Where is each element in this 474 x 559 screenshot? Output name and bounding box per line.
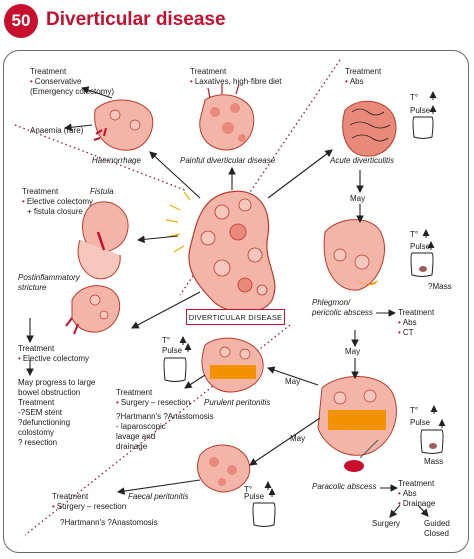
divider-left-top: [14, 124, 186, 191]
paracolic-abscess-illustration: [317, 376, 397, 472]
purulent-note-4: drainage: [116, 442, 148, 451]
stricture-treatment-1: Elective colectomy: [18, 354, 89, 364]
paracolic-label: Paracolic abscess: [312, 482, 377, 491]
painful-treatment-heading: Treatment: [190, 67, 227, 76]
purulent-label: Purulent peritonitis: [204, 398, 271, 407]
acute-temp-label: T°: [410, 93, 419, 102]
arrow-faecal-treatment: [116, 479, 201, 495]
purulent-temp-label: T°: [162, 336, 171, 345]
may-label-3: May: [285, 377, 301, 386]
central-colon-illustration: [165, 190, 276, 313]
fistula-treatment-2: + fistula closure: [27, 207, 83, 216]
faecal-treatment-heading: Treatment: [52, 492, 89, 501]
phlegmon-label-1: Phlegmon/: [312, 298, 351, 307]
abdomen-outline-purulent: [163, 357, 187, 382]
purulent-peritonitis-illustration: [201, 337, 264, 393]
fistula-treatment-heading: Treatment: [22, 187, 59, 196]
stricture-note-7: ? resection: [18, 438, 58, 447]
stricture-label-2: stricture: [18, 283, 47, 292]
acute-treatment-heading: Treatment: [345, 67, 382, 76]
paracolic-guided-label: Guided: [424, 519, 450, 528]
faecal-label: Faecal peritonitis: [128, 492, 189, 501]
central-disease-label: DIVERTICULAR DISEASE: [186, 309, 285, 325]
paracolic-treatment-2: Drainage: [398, 499, 435, 509]
phlegmon-temp-label: T°: [410, 230, 419, 239]
phlegmon-treatment-heading: Treatment: [398, 308, 435, 317]
mass-marker-paracolic: [429, 443, 437, 449]
haemorrhage-treatment-1: Conservative: [30, 77, 82, 87]
stricture-note-6: colostomy: [18, 428, 55, 437]
haemorrhage-treatment-heading: Treatment: [30, 67, 67, 76]
paracolic-temp-label: T°: [410, 406, 419, 415]
page-title: Diverticular disease: [46, 9, 226, 30]
arrow-haem-anaemia: [63, 123, 93, 132]
phlegmon-treatment-2: CT: [398, 328, 414, 338]
haemorrhage-illustration: [93, 99, 154, 151]
arrow-haem-treatment: [80, 86, 113, 99]
painful-treatment-1: Laxatives, high-fibre diet: [190, 77, 282, 87]
stricture-note-3: Treatment: [18, 398, 55, 407]
stricture-note-1: May progress to large: [18, 378, 96, 387]
acute-treatment-1: Abs: [345, 77, 364, 87]
phlegmon-mass-label: ?Mass: [428, 282, 452, 291]
phlegmon-pulse-label: Pulse: [410, 242, 431, 251]
stricture-treatment-heading: Treatment: [18, 344, 55, 353]
fistula-treatment-1: Elective colectomy: [22, 197, 93, 207]
arrow-to-fistula: [136, 235, 179, 244]
fistula-label: Fistula: [90, 187, 114, 196]
mass-marker-phlegmon: [419, 266, 427, 272]
purulent-treatment-heading: Treatment: [116, 388, 153, 397]
phlegmon-illustration: [323, 219, 386, 291]
painful-illustration: [199, 83, 255, 151]
may-label-4: May: [290, 434, 306, 443]
acute-label: Acute diverticulitis: [330, 156, 395, 165]
purulent-pulse-label: Pulse: [162, 346, 183, 355]
haemorrhage-label: Haemorrhage: [92, 156, 141, 165]
abdomen-outline-acute: [412, 116, 434, 139]
acute-pulse-label: Pulse: [410, 106, 431, 115]
faecal-pulse-label: Pulse: [244, 492, 265, 501]
faecal-note-1: ?Hartmann's ?Anastomosis: [60, 518, 158, 527]
abdomen-outline-paracolic: [420, 429, 444, 454]
paracolic-treatment-1: Abs: [398, 489, 417, 499]
paracolic-closed-label: Closed: [424, 529, 449, 538]
paracolic-pulse-label: Pulse: [410, 418, 431, 427]
paracolic-mass-label: Mass: [424, 457, 444, 466]
purulent-note-1: ?Hartmann's ?Anastomosis: [116, 412, 214, 421]
may-label-2: May: [345, 347, 361, 356]
stricture-note-2: bowel obstruction: [18, 388, 81, 397]
haemorrhage-treatment-2: (Emergency colectomy): [30, 87, 115, 96]
faecal-temp-label: T°: [244, 485, 253, 494]
painful-label: Painful diverticular disease: [180, 156, 276, 165]
fistula-illustration: [77, 201, 129, 280]
arrow-to-faecal: [249, 417, 321, 466]
acute-diverticulitis-illustration: [342, 100, 397, 157]
purulent-note-3: lavage and: [116, 432, 156, 441]
phlegmon-treatment-1: Abs: [398, 318, 417, 328]
abdomen-outline-phlegmon: [410, 252, 434, 277]
abdomen-outline-faecal: [252, 502, 276, 527]
arrow-to-purulent: [266, 366, 319, 386]
arrow-purulent-treatment: [184, 374, 206, 389]
diagram-frame: [3, 50, 469, 553]
arrow-to-haemorrhage: [149, 151, 201, 199]
paracolic-treatment-heading: Treatment: [398, 479, 435, 488]
faecal-peritonitis-illustration: [197, 444, 251, 493]
may-label-1: May: [350, 194, 366, 203]
faecal-treatment-1: Surgery – resection: [52, 502, 126, 512]
haemorrhage-anaemia-note: Anaemia (rare): [30, 126, 84, 135]
stricture-label-1: Postinflammatory: [18, 273, 80, 282]
stricture-note-5: ?defunctioning: [18, 418, 71, 427]
purulent-treatment-1: Surgery – resection: [116, 398, 190, 408]
chapter-number-badge: 50: [4, 4, 38, 38]
arrow-to-acute: [267, 149, 333, 199]
paracolic-surgery-label: Surgery: [372, 519, 401, 528]
stricture-illustration: [65, 285, 121, 335]
purulent-note-2: - laparoscopic: [116, 422, 166, 431]
arrow-to-stricture: [131, 291, 201, 329]
phlegmon-label-2: pericolic abscess: [312, 308, 373, 317]
stricture-note-4: -?SEM stent: [18, 408, 63, 417]
